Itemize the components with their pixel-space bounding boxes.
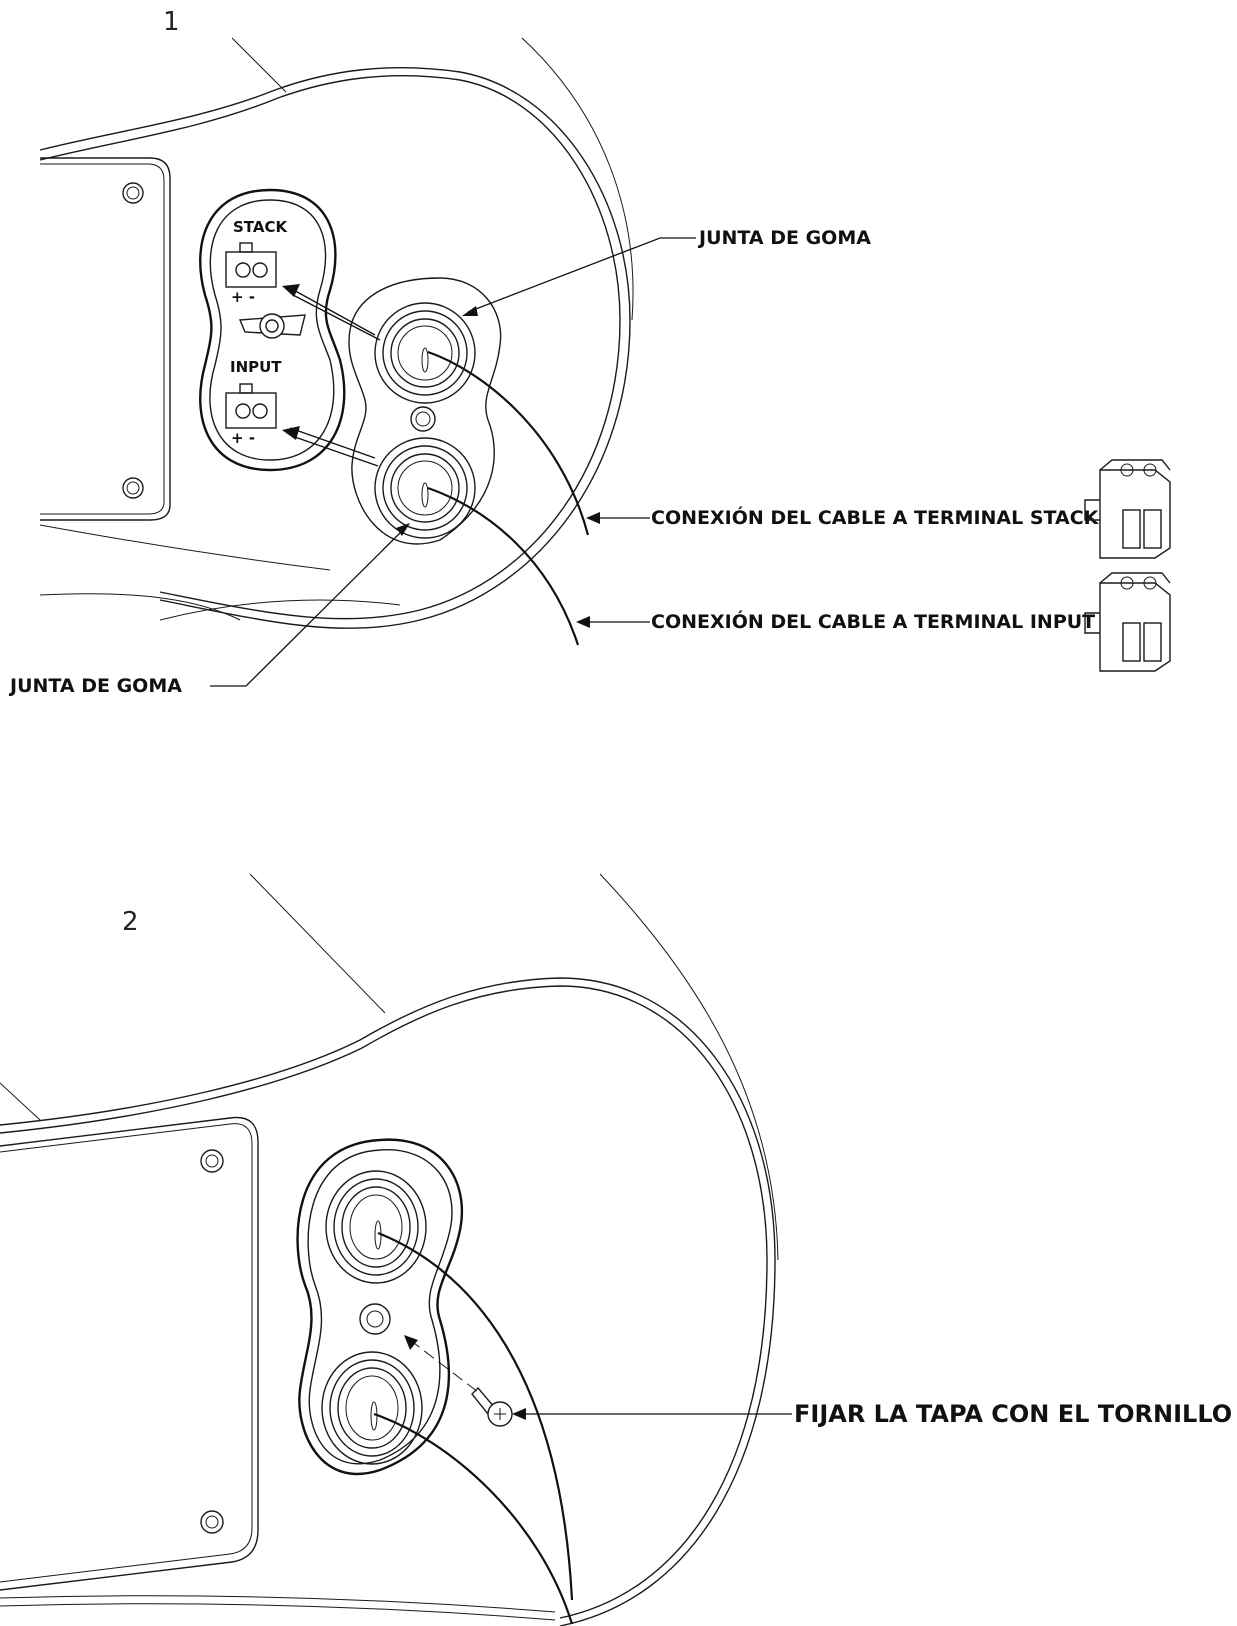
rubber-gasket-upper-2: [325, 1170, 427, 1284]
step-number-1: 1: [163, 7, 180, 37]
label-stack-cable: CONEXIÓN DEL CABLE A TERMINAL STACK: [651, 505, 1100, 529]
cover-plate-2: [296, 1138, 464, 1476]
callout-fix-cover: FIJAR LA TAPA CON EL TORNILLO: [512, 1400, 1232, 1428]
callout-gasket-bottom: JUNTA DE GOMA: [8, 523, 410, 697]
terminal-plug-stack: [1084, 459, 1171, 559]
stack-terminal-block: + -: [225, 242, 277, 306]
input-label: INPUT: [230, 358, 282, 376]
panel-1: 1 STACK + -: [8, 7, 1171, 697]
cover-plate-1: [348, 277, 502, 545]
speaker-housing-1: [39, 37, 634, 629]
label-gasket-bottom: JUNTA DE GOMA: [8, 675, 182, 697]
center-post: [238, 313, 306, 339]
callout-stack-cable: CONEXIÓN DEL CABLE A TERMINAL STACK: [586, 505, 1100, 529]
input-polarity: + -: [231, 429, 255, 447]
rubber-gasket-lower: [374, 437, 476, 539]
rear-plate-1: [40, 157, 171, 521]
panel-2: 2: [0, 873, 1232, 1626]
label-gasket-top: JUNTA DE GOMA: [697, 227, 871, 249]
label-fix-cover-screw: FIJAR LA TAPA CON EL TORNILLO: [794, 1400, 1232, 1428]
fixing-screw: [404, 1335, 513, 1427]
rear-plate-2: [0, 1116, 259, 1591]
rubber-gasket-lower-2: [321, 1351, 423, 1465]
callout-gasket-top: JUNTA DE GOMA: [462, 227, 871, 316]
terminal-arrows: [282, 284, 381, 467]
label-input-cable: CONEXIÓN DEL CABLE A TERMINAL INPUT: [651, 609, 1095, 633]
rubber-gasket-upper: [374, 302, 476, 404]
speaker-housing-2: [0, 873, 779, 1626]
cables-2: [373, 1231, 574, 1625]
cover-screw-hole-1: [410, 406, 436, 432]
input-terminal-block: + -: [225, 383, 277, 447]
terminal-plug-input: [1084, 572, 1171, 672]
callout-input-cable: CONEXIÓN DEL CABLE A TERMINAL INPUT: [576, 609, 1095, 633]
step-number-2: 2: [122, 907, 139, 937]
terminal-bay: STACK + - INPUT + -: [199, 188, 346, 472]
cables-1: [427, 350, 590, 646]
cover-screw-hole-2: [359, 1303, 391, 1335]
stack-polarity: + -: [231, 288, 255, 306]
stack-label: STACK: [233, 218, 288, 236]
